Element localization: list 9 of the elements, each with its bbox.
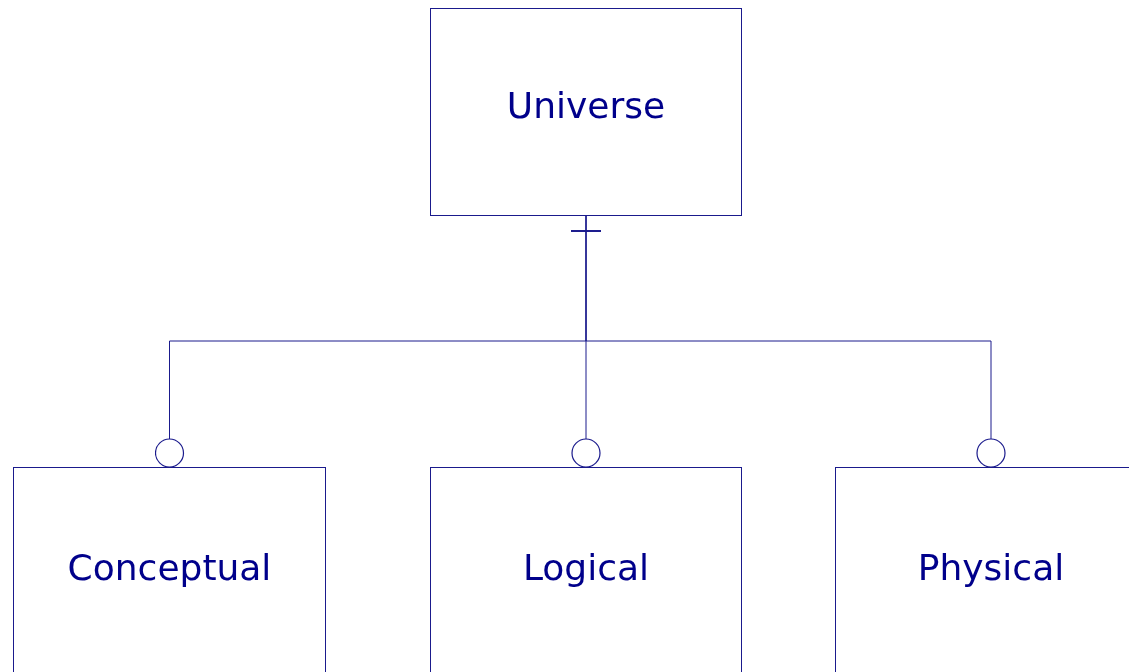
entity-label: Conceptual xyxy=(67,548,272,588)
entity-label: Logical xyxy=(522,548,650,588)
entity-box xyxy=(13,467,326,672)
entity-label: Physical xyxy=(917,548,1065,588)
relationship-line xyxy=(570,215,1006,468)
entity-box xyxy=(430,8,742,216)
entity-label: Universe xyxy=(506,86,666,126)
entity-box xyxy=(835,467,1129,672)
entity-box xyxy=(430,467,742,672)
